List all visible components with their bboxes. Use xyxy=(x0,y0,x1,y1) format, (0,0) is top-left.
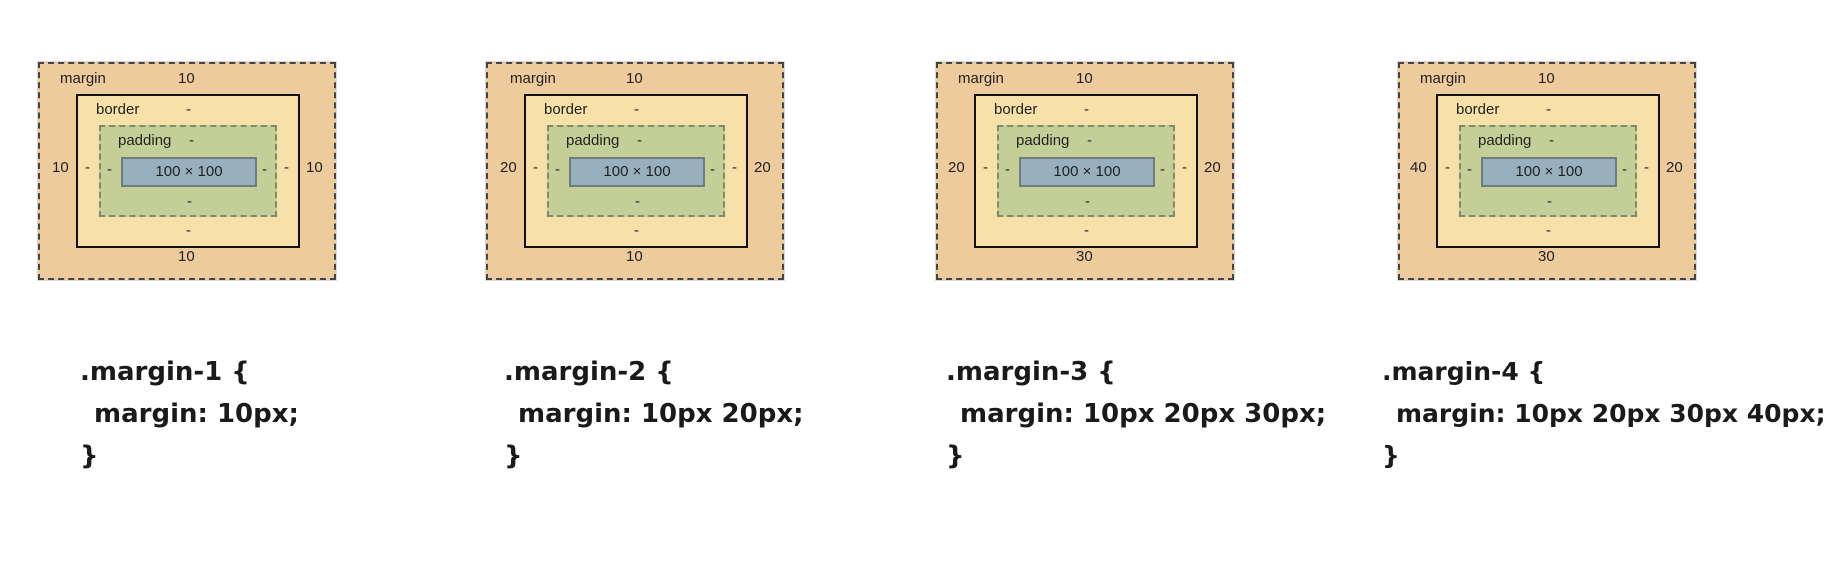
margin-label: margin xyxy=(60,70,106,87)
padding-right-value: - xyxy=(1160,161,1165,178)
css-selector: .margin-3 { xyxy=(946,357,1116,387)
content-box: 100 × 100 xyxy=(121,157,257,187)
margin-right-value: 10 xyxy=(306,159,323,176)
border-top-value: - xyxy=(186,101,191,118)
content-box: 100 × 100 xyxy=(1481,157,1617,187)
margin-example-1: margin 10 10 10 10 border - - - - paddin… xyxy=(0,0,460,562)
padding-label: padding xyxy=(118,132,172,149)
padding-bottom-value: - xyxy=(187,193,192,210)
margin-left-value: 10 xyxy=(52,159,69,176)
border-left-value: - xyxy=(85,159,90,176)
css-code-block: .margin-2 { margin: 10px 20px; } xyxy=(504,351,804,477)
css-closing-brace: } xyxy=(504,441,523,471)
margin-label: margin xyxy=(510,70,556,87)
content-box: 100 × 100 xyxy=(1019,157,1155,187)
border-left-value: - xyxy=(1445,159,1450,176)
margin-bottom-value: 10 xyxy=(626,248,643,265)
border-left-value: - xyxy=(533,159,538,176)
box-model-diagram: margin 10 10 10 10 border - - - - paddin… xyxy=(38,62,336,280)
padding-bottom-value: - xyxy=(1547,193,1552,210)
css-code-block: .margin-4 { margin: 10px 20px 30px 40px;… xyxy=(1382,351,1826,477)
css-declaration: margin: 10px 20px; xyxy=(518,399,804,429)
border-top-value: - xyxy=(634,101,639,118)
border-bottom-value: - xyxy=(1546,222,1551,239)
css-declaration: margin: 10px 20px 30px; xyxy=(960,399,1327,429)
padding-label: padding xyxy=(566,132,620,149)
css-code-block: .margin-1 { margin: 10px; } xyxy=(80,351,299,477)
border-top-value: - xyxy=(1546,101,1551,118)
padding-box: padding - - - - 100 × 100 xyxy=(99,125,277,217)
margin-top-value: 10 xyxy=(1076,70,1093,87)
padding-right-value: - xyxy=(1622,161,1627,178)
margin-right-value: 20 xyxy=(1204,159,1221,176)
margin-top-value: 10 xyxy=(626,70,643,87)
box-model-diagram: margin 10 20 20 30 border - - - - paddin… xyxy=(936,62,1234,280)
border-right-value: - xyxy=(1644,159,1649,176)
padding-right-value: - xyxy=(262,161,267,178)
border-bottom-value: - xyxy=(186,222,191,239)
margin-right-value: 20 xyxy=(1666,159,1683,176)
border-bottom-value: - xyxy=(1084,222,1089,239)
margin-top-value: 10 xyxy=(1538,70,1555,87)
css-selector: .margin-1 { xyxy=(80,357,250,387)
border-box: border - - - - padding - - - - 100 × 100 xyxy=(974,94,1198,248)
padding-top-value: - xyxy=(637,132,642,149)
border-right-value: - xyxy=(1182,159,1187,176)
padding-right-value: - xyxy=(710,161,715,178)
border-right-value: - xyxy=(284,159,289,176)
margin-label: margin xyxy=(1420,70,1466,87)
css-declaration: margin: 10px; xyxy=(94,399,299,429)
margin-left-value: 20 xyxy=(948,159,965,176)
margin-left-value: 40 xyxy=(1410,159,1427,176)
css-declaration: margin: 10px 20px 30px 40px; xyxy=(1396,399,1826,428)
border-top-value: - xyxy=(1084,101,1089,118)
margin-example-4: margin 10 40 20 30 border - - - - paddin… xyxy=(1352,0,1826,562)
border-box: border - - - - padding - - - - 100 × 100 xyxy=(524,94,748,248)
margin-example-3: margin 10 20 20 30 border - - - - paddin… xyxy=(900,0,1360,562)
padding-top-value: - xyxy=(1087,132,1092,149)
padding-top-value: - xyxy=(189,132,194,149)
css-closing-brace: } xyxy=(80,441,99,471)
content-box: 100 × 100 xyxy=(569,157,705,187)
border-bottom-value: - xyxy=(634,222,639,239)
css-closing-brace: } xyxy=(1382,441,1400,470)
padding-label: padding xyxy=(1478,132,1532,149)
padding-box: padding - - - - 100 × 100 xyxy=(547,125,725,217)
padding-bottom-value: - xyxy=(1085,193,1090,210)
margin-right-value: 20 xyxy=(754,159,771,176)
margin-bottom-value: 30 xyxy=(1538,248,1555,265)
css-code-block: .margin-3 { margin: 10px 20px 30px; } xyxy=(946,351,1326,477)
padding-left-value: - xyxy=(555,161,560,178)
margin-bottom-value: 30 xyxy=(1076,248,1093,265)
padding-box: padding - - - - 100 × 100 xyxy=(1459,125,1637,217)
css-closing-brace: } xyxy=(946,441,965,471)
css-selector: .margin-4 { xyxy=(1382,357,1546,386)
border-label: border xyxy=(96,101,140,118)
padding-left-value: - xyxy=(107,161,112,178)
border-label: border xyxy=(1456,101,1500,118)
padding-left-value: - xyxy=(1467,161,1472,178)
margin-label: margin xyxy=(958,70,1004,87)
margin-top-value: 10 xyxy=(178,70,195,87)
border-left-value: - xyxy=(983,159,988,176)
border-box: border - - - - padding - - - - 100 × 100 xyxy=(1436,94,1660,248)
margin-example-2: margin 10 20 20 10 border - - - - paddin… xyxy=(450,0,910,562)
css-selector: .margin-2 { xyxy=(504,357,674,387)
border-box: border - - - - padding - - - - 100 × 100 xyxy=(76,94,300,248)
border-label: border xyxy=(544,101,588,118)
padding-bottom-value: - xyxy=(635,193,640,210)
border-label: border xyxy=(994,101,1038,118)
margin-bottom-value: 10 xyxy=(178,248,195,265)
margin-left-value: 20 xyxy=(500,159,517,176)
padding-left-value: - xyxy=(1005,161,1010,178)
padding-box: padding - - - - 100 × 100 xyxy=(997,125,1175,217)
padding-label: padding xyxy=(1016,132,1070,149)
padding-top-value: - xyxy=(1549,132,1554,149)
border-right-value: - xyxy=(732,159,737,176)
box-model-diagram: margin 10 20 20 10 border - - - - paddin… xyxy=(486,62,784,280)
box-model-diagram: margin 10 40 20 30 border - - - - paddin… xyxy=(1398,62,1696,280)
